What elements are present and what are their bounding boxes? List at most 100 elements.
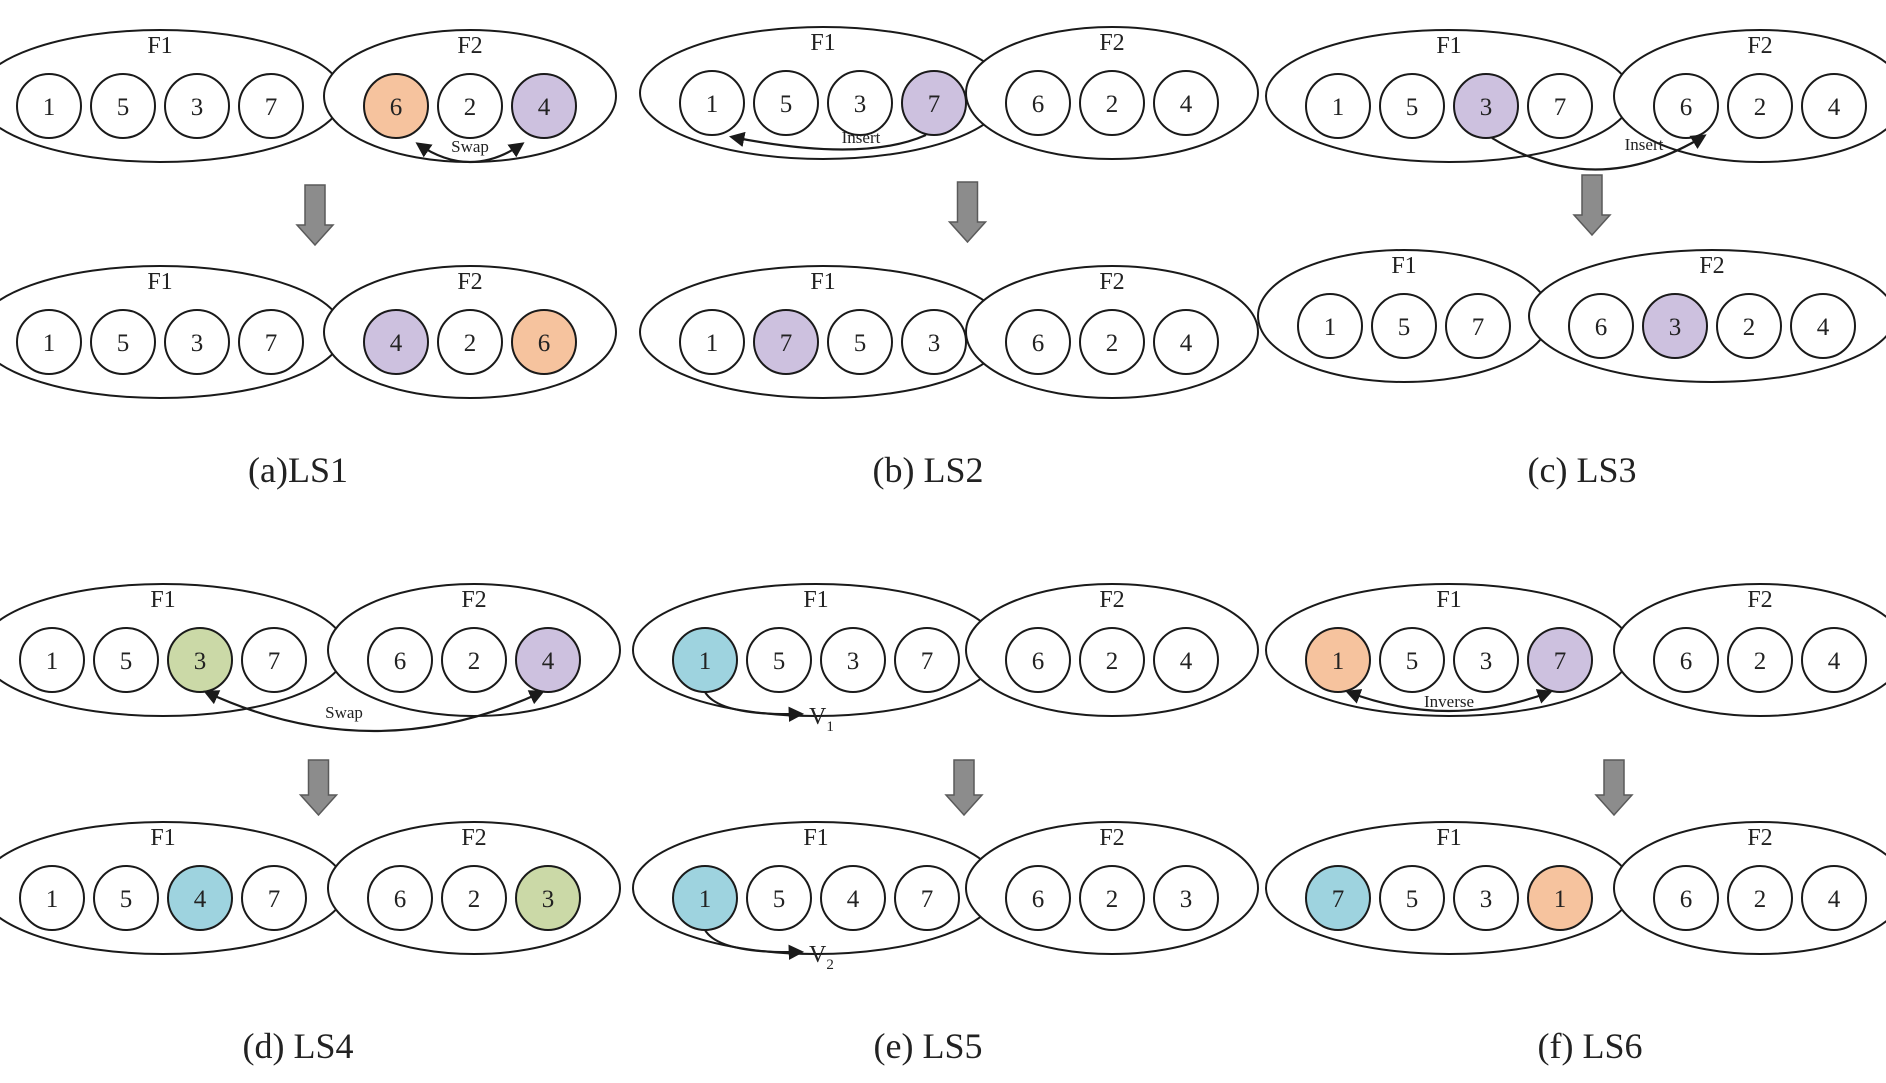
group-label: F1 — [803, 825, 828, 851]
job-node — [16, 73, 82, 139]
job-node — [1005, 627, 1071, 693]
job-label: 7 — [1472, 314, 1485, 341]
job-node — [1527, 73, 1593, 139]
job-node — [1379, 865, 1445, 931]
job-node — [363, 73, 429, 139]
job-label: 3 — [1480, 94, 1493, 121]
operation-label: Swap — [451, 137, 489, 156]
job-label: 2 — [468, 886, 481, 913]
job-label: 5 — [120, 648, 133, 675]
job-label: 7 — [780, 330, 793, 357]
job-node — [746, 627, 812, 693]
job-node — [1079, 627, 1145, 693]
job-node — [1801, 865, 1867, 931]
job-node — [19, 865, 85, 931]
job-label: 2 — [464, 330, 477, 357]
job-node — [753, 309, 819, 375]
job-label: 1 — [1324, 314, 1337, 341]
operation-label: Inverse — [1424, 692, 1474, 711]
job-node — [1727, 627, 1793, 693]
bi-swap-arrow — [203, 690, 545, 732]
job-node — [820, 627, 886, 693]
job-node — [1527, 865, 1593, 931]
job-label: 5 — [854, 330, 867, 357]
job-node — [1716, 293, 1782, 359]
job-node — [515, 865, 581, 931]
job-label: 7 — [921, 886, 934, 913]
job-label: 2 — [1106, 648, 1119, 675]
job-node — [1568, 293, 1634, 359]
job-node — [1642, 293, 1708, 359]
job-node — [1005, 70, 1071, 136]
job-node — [1005, 309, 1071, 375]
job-label: 7 — [921, 648, 934, 675]
job-node — [363, 309, 429, 375]
job-node — [1801, 627, 1867, 693]
job-label: 5 — [1406, 94, 1419, 121]
job-label: 3 — [847, 648, 860, 675]
panel-caption: (a)LS1 — [248, 450, 348, 490]
panel-caption: (b) LS2 — [873, 450, 984, 490]
job-node — [679, 70, 745, 136]
job-node — [238, 309, 304, 375]
job-node — [1801, 73, 1867, 139]
job-label: 4 — [847, 886, 860, 913]
job-node — [1453, 73, 1519, 139]
job-node — [1453, 865, 1519, 931]
job-label: 4 — [194, 886, 207, 913]
job-label: 6 — [1680, 648, 1693, 675]
job-label: 6 — [1032, 648, 1045, 675]
job-label: 7 — [928, 91, 941, 118]
job-label: 6 — [394, 648, 407, 675]
job-label: 5 — [117, 94, 130, 121]
job-label: 1 — [43, 330, 56, 357]
job-label: 5 — [780, 91, 793, 118]
group-label: F1 — [147, 33, 172, 59]
panel-caption: (f) LS6 — [1538, 1026, 1643, 1066]
panel-caption: (d) LS4 — [243, 1026, 354, 1066]
job-label: 2 — [1106, 91, 1119, 118]
job-node — [894, 627, 960, 693]
job-node — [1005, 865, 1071, 931]
transition-arrow — [295, 184, 335, 247]
job-label: 2 — [1754, 94, 1767, 121]
job-label: 3 — [1180, 886, 1193, 913]
job-node — [1305, 73, 1371, 139]
job-label: 7 — [265, 94, 278, 121]
job-node — [1153, 627, 1219, 693]
job-label: 5 — [1406, 648, 1419, 675]
group-label: F2 — [1099, 825, 1124, 851]
job-node — [1727, 73, 1793, 139]
job-label: 2 — [1106, 330, 1119, 357]
job-label: 6 — [1032, 886, 1045, 913]
group-label: F1 — [150, 825, 175, 851]
group-label: F2 — [1747, 587, 1772, 613]
job-node — [1371, 293, 1437, 359]
job-node — [1297, 293, 1363, 359]
panel-caption: (c) LS3 — [1528, 450, 1637, 490]
job-node — [93, 865, 159, 931]
group-label: F1 — [810, 30, 835, 56]
job-node — [753, 70, 819, 136]
insert-arrow — [1491, 134, 1707, 171]
group-label: F1 — [1436, 587, 1461, 613]
job-label: 4 — [390, 330, 403, 357]
group-label: F2 — [1747, 33, 1772, 59]
transition-arrow — [947, 181, 988, 244]
group-label: F2 — [461, 825, 486, 851]
transition-arrow — [944, 759, 984, 817]
job-label: 4 — [542, 648, 555, 675]
job-label: 2 — [464, 94, 477, 121]
